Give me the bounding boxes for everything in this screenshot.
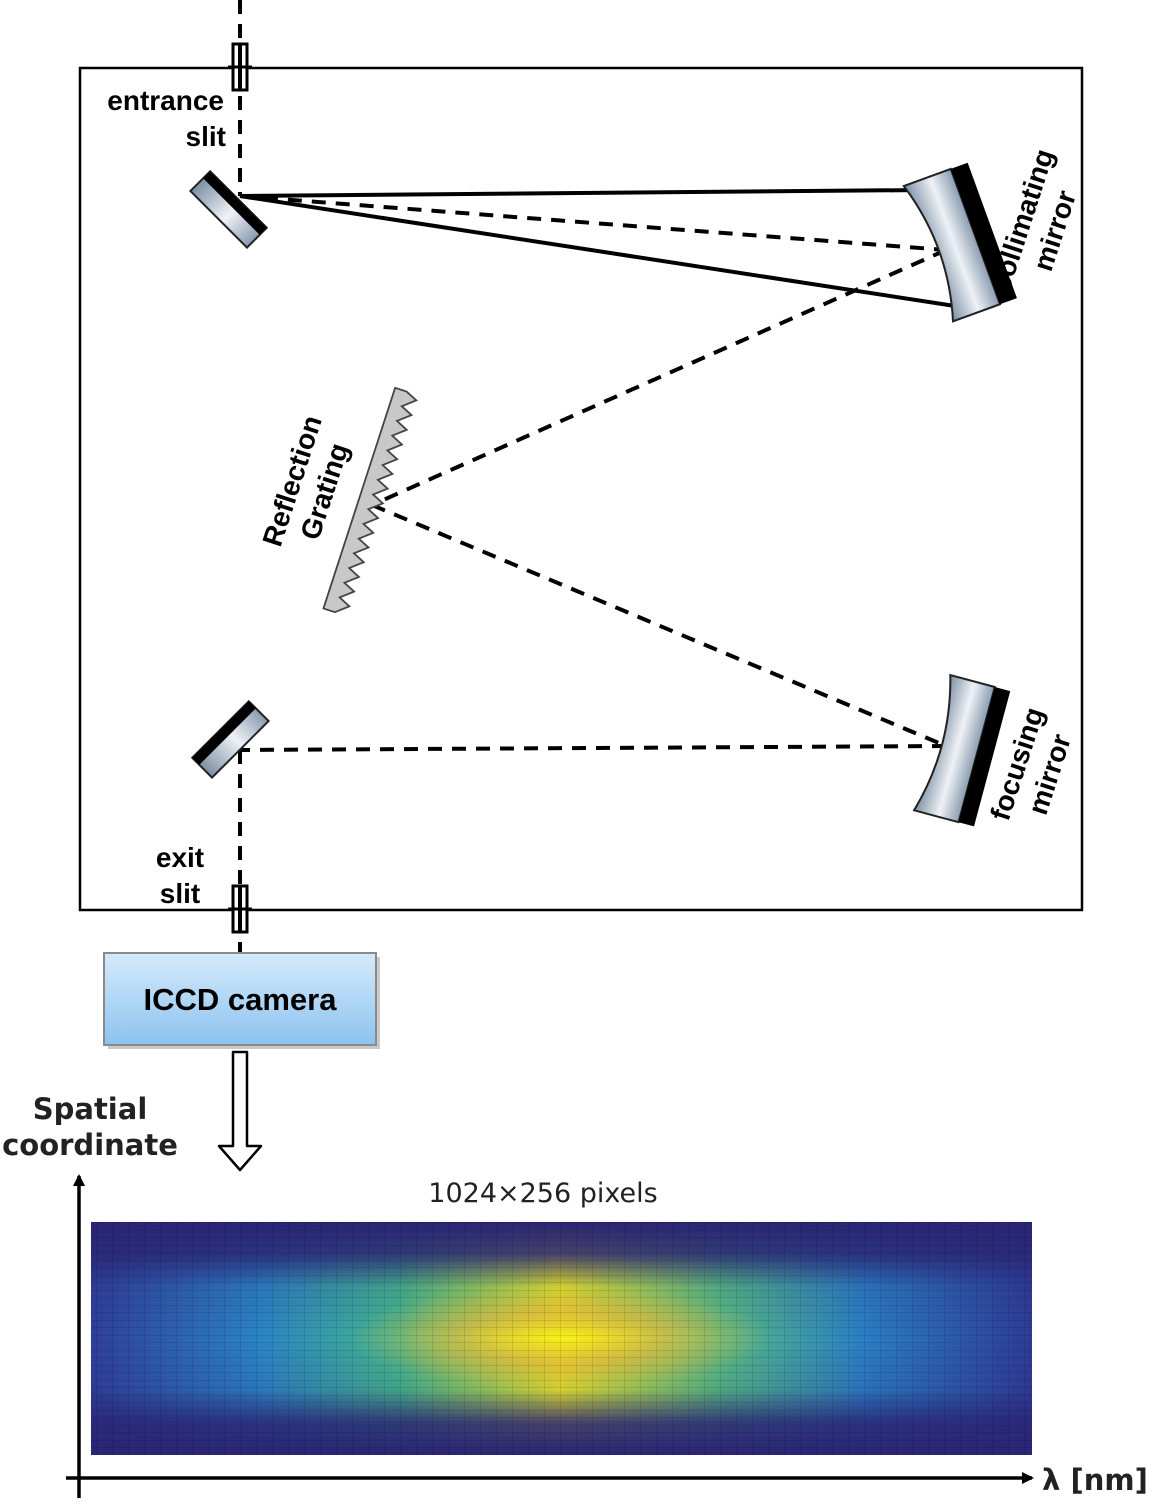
collimator-center-ray <box>239 194 947 252</box>
iccd-camera: ICCD camera <box>103 952 380 1049</box>
entrance-fold-mirror <box>188 169 269 250</box>
collimator-edge-ray-top <box>239 188 926 198</box>
heatmap-title: 1024×256 pixels <box>428 1178 657 1209</box>
entrance-slit-label: entrance <box>107 85 224 116</box>
spectrometer-housing <box>78 66 1084 912</box>
entrance-slit-label-2: slit <box>186 121 226 152</box>
diffracted-beam <box>371 503 947 748</box>
exit-slit-label: exit <box>156 842 204 873</box>
exit-slit-symbol <box>228 884 252 934</box>
y-axis-label-2: coordinate <box>2 1128 178 1162</box>
exit-fold-mirror <box>190 699 271 780</box>
collimated-beam <box>371 248 947 507</box>
exit-slit-label-2: slit <box>160 878 200 909</box>
reflection-grating <box>322 386 418 614</box>
focused-beam <box>239 744 947 752</box>
detector-image-heatmap <box>91 1222 1032 1455</box>
y-axis-label: Spatial <box>33 1092 148 1126</box>
focusing-mirror <box>912 673 1011 827</box>
readout-arrow <box>217 1050 263 1172</box>
collimator-edge-ray-bottom <box>239 194 969 310</box>
entrance-slit-symbol <box>228 42 252 92</box>
x-axis-label: λ [nm] <box>1042 1463 1148 1497</box>
collimating-mirror <box>902 162 1017 323</box>
beam-paths <box>238 0 969 958</box>
iccd-camera-label: ICCD camera <box>144 982 338 1017</box>
